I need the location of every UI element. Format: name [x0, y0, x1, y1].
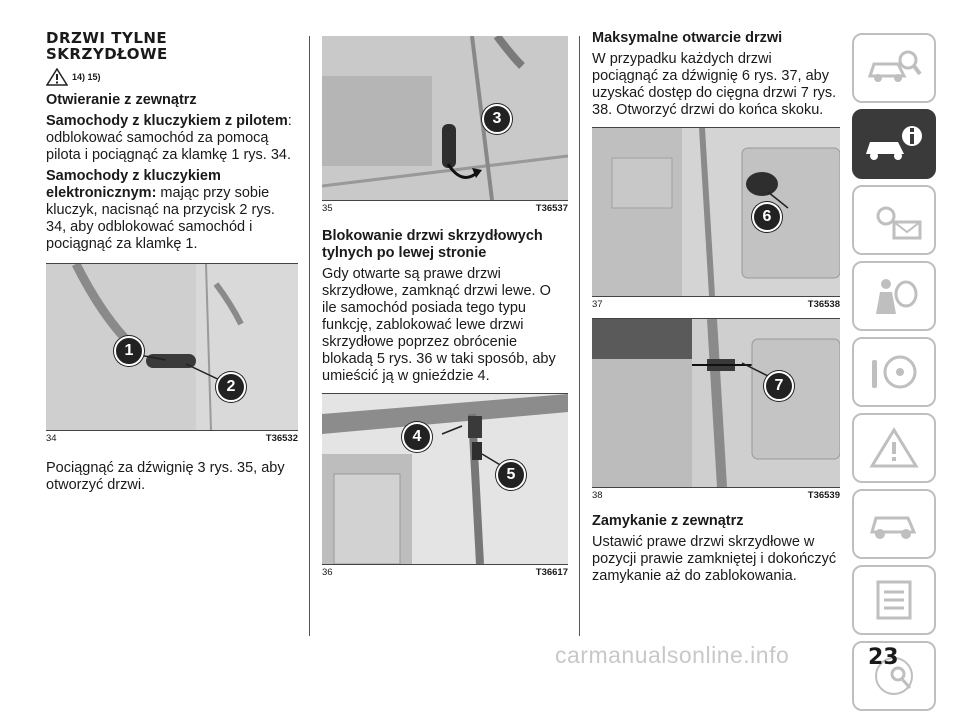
tab-steering[interactable] [852, 337, 936, 407]
watermark-text: carmanualsonline.info [555, 642, 790, 668]
figure-35-number: 35 [322, 203, 333, 214]
electronic-key-label: Samochody z kluczykiem elektronicznym: [46, 168, 221, 201]
figure-38-number: 38 [592, 490, 603, 501]
remote-key-label: Samochody z kluczykiem z pilotem [46, 113, 288, 129]
door-lever-6-illustration [592, 128, 840, 296]
figure-37-image: 6 [592, 127, 840, 297]
paragraph-lock-left-door: Gdy otwarte są prawe drzwi skrzydłowe, z… [322, 266, 556, 384]
paragraph-remote-key: Samochody z kluczykiem z pilotem: odblok… [46, 113, 298, 164]
figure-37-code: T36538 [807, 299, 840, 310]
callout-1: 1 [114, 336, 144, 366]
heading-close-outside: Zamykanie z zewnątrz [592, 513, 744, 529]
column-divider-2 [579, 36, 580, 636]
figure-38-image: 7 [592, 318, 840, 488]
chapter-sidebar [852, 33, 936, 717]
remote-key-text: : odblokować samochód za pomocą pilota i… [46, 113, 292, 163]
section-title: DRZWI TYLNE SKRZYDŁOWE [46, 29, 168, 63]
airbag-person-icon [876, 279, 918, 314]
figure-38-code: T36539 [807, 490, 840, 501]
paragraph-lever-3: Pociągnąć za dźwignię 3 rys. 35, aby otw… [46, 460, 285, 493]
tab-warning-lights[interactable] [852, 185, 936, 255]
door-cable-7-illustration [592, 319, 840, 487]
warning-triangle-icon [46, 68, 68, 86]
tab-airbag-safety[interactable] [852, 261, 936, 331]
checklist-icon [876, 580, 912, 620]
figure-37-caption: 37 T36538 [592, 299, 840, 310]
figure-37-number: 37 [592, 299, 603, 310]
figure-35-caption: 35 T36537 [322, 203, 568, 214]
tab-car-info[interactable] [852, 109, 936, 179]
figure-34-caption: 34 T36532 [46, 433, 298, 444]
column-2: 3 35 T36537 Blokowanie drzwi skrzydłowyc… [322, 36, 568, 578]
car-service-icon [870, 516, 917, 539]
heading-open-outside: Otwieranie z zewnątrz [46, 92, 197, 108]
paragraph-max-open: W przypadku każdych drzwi pociągnąć za d… [592, 51, 837, 118]
figure-36-code: T36617 [535, 567, 568, 578]
figure-34-code: T36532 [265, 433, 298, 444]
figure-36: 4 5 36 T36617 [322, 393, 568, 578]
steering-wheel-icon [872, 355, 917, 389]
callout-2: 2 [216, 372, 246, 402]
figure-37: 6 37 T36538 [592, 127, 840, 310]
car-info-icon [866, 126, 922, 160]
figure-36-image: 4 5 [322, 393, 568, 565]
warning-references: 14) 15) [46, 68, 298, 86]
callout-4: 4 [402, 422, 432, 452]
figure-35-image: 3 [322, 36, 568, 201]
figure-38-caption: 38 T36539 [592, 490, 840, 501]
column-divider-1 [309, 36, 310, 636]
rear-door-handle-illustration [46, 264, 298, 430]
heading-lock-left-door: Blokowanie drzwi skrzydłowych tylnych po… [322, 228, 543, 261]
column-3: Maksymalne otwarcie drzwi W przypadku ka… [592, 30, 840, 589]
figure-36-number: 36 [322, 567, 333, 578]
callout-7: 7 [764, 371, 794, 401]
car-search-icon [867, 50, 922, 82]
figure-34-number: 34 [46, 433, 57, 444]
paragraph-electronic-key: Samochody z kluczykiem elektronicznym: m… [46, 168, 298, 253]
figure-35: 3 35 T36537 [322, 36, 568, 214]
warning-lights-icon [876, 206, 922, 240]
warning-ref-numbers: 14) 15) [72, 72, 101, 82]
figure-34: 1 2 34 T36532 [46, 263, 298, 444]
callout-5: 5 [496, 460, 526, 490]
callout-3: 3 [482, 104, 512, 134]
column-1: DRZWI TYLNE SKRZYDŁOWE 14) 15) Otwierani… [46, 30, 298, 498]
electronic-key-text: mając przy sobie kluczyk, nacisnąć na pr… [46, 185, 275, 252]
door-lever-illustration [322, 36, 568, 200]
paragraph-close-outside: Ustawić prawe drzwi skrzydłowe w pozycji… [592, 534, 837, 584]
figure-35-code: T36537 [535, 203, 568, 214]
tab-road-emergency[interactable] [852, 413, 936, 483]
tab-technical-data[interactable] [852, 565, 936, 635]
road-warning-icon [869, 427, 919, 468]
callout-6: 6 [752, 202, 782, 232]
heading-max-open: Maksymalne otwarcie drzwi [592, 30, 783, 46]
tab-car-service[interactable] [852, 489, 936, 559]
door-lock-mechanism-illustration [322, 394, 568, 564]
figure-36-caption: 36 T36617 [322, 567, 568, 578]
figure-34-image: 1 2 [46, 263, 298, 431]
page-number: 23 [868, 645, 899, 670]
tab-car-search[interactable] [852, 33, 936, 103]
figure-38: 7 38 T36539 [592, 318, 840, 501]
